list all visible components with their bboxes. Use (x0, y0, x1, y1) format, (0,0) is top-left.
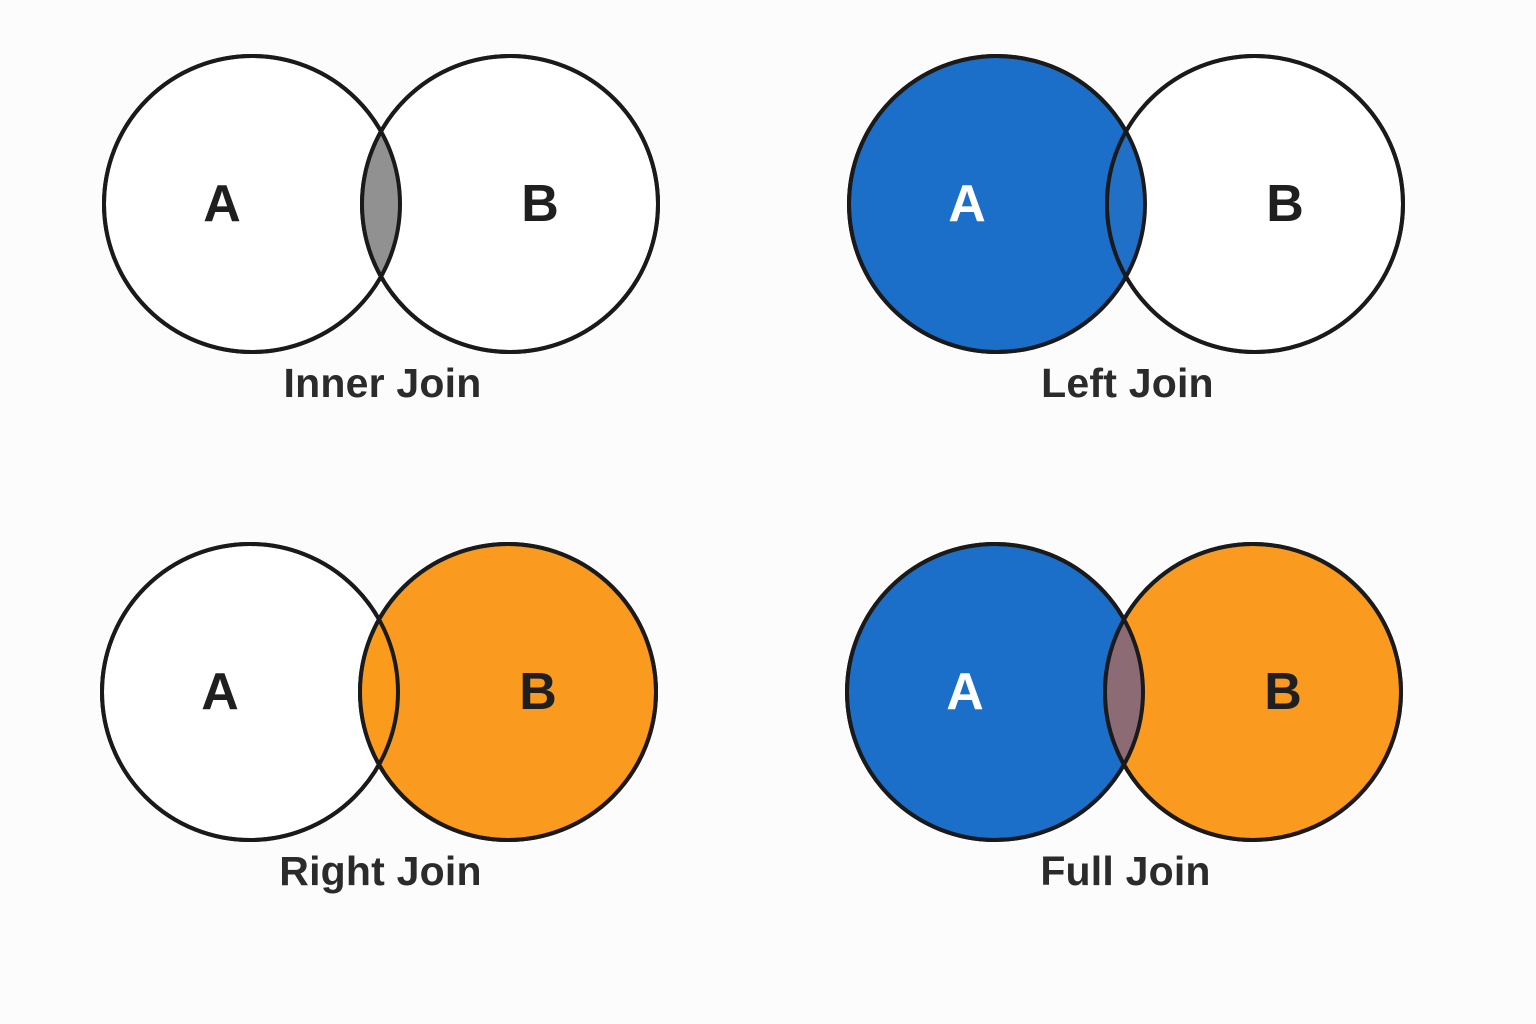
venn-panel-left-join[interactable]: A B Left Join (755, 8, 1500, 498)
set-b-label: B (1264, 663, 1302, 721)
set-a-outline (102, 54, 402, 354)
set-b-outline (1105, 54, 1405, 354)
set-a-outline (100, 542, 400, 842)
venn-figure-inner-join: A B (10, 8, 755, 388)
venn-figure-left-join: A B (755, 8, 1500, 388)
venn-panel-full-join[interactable]: A B Full Join (753, 496, 1498, 986)
venn-panel-right-join[interactable]: A B Right Join (8, 496, 753, 986)
panel-caption-left-join: Left Join (1041, 360, 1214, 406)
set-b-label: B (521, 175, 559, 233)
set-a-label: A (946, 663, 984, 721)
set-a-label: A (201, 663, 239, 721)
panel-caption-full-join: Full Join (1040, 848, 1211, 894)
set-b-label: B (519, 663, 557, 721)
set-b-label: B (1266, 175, 1304, 233)
set-b-outline (360, 54, 660, 354)
venn-figure-full-join: A B (753, 496, 1498, 876)
panel-caption-right-join: Right Join (279, 848, 482, 894)
set-a-outline (845, 542, 1145, 842)
set-a-outline (847, 54, 1147, 354)
venn-figure-right-join: A B (8, 496, 753, 876)
set-b-outline (1103, 542, 1403, 842)
set-a-label: A (948, 175, 986, 233)
panel-caption-inner-join: Inner Join (283, 360, 482, 406)
venn-panel-inner-join[interactable]: A B Inner Join (10, 8, 755, 498)
set-a-label: A (203, 175, 241, 233)
set-b-outline (358, 542, 658, 842)
